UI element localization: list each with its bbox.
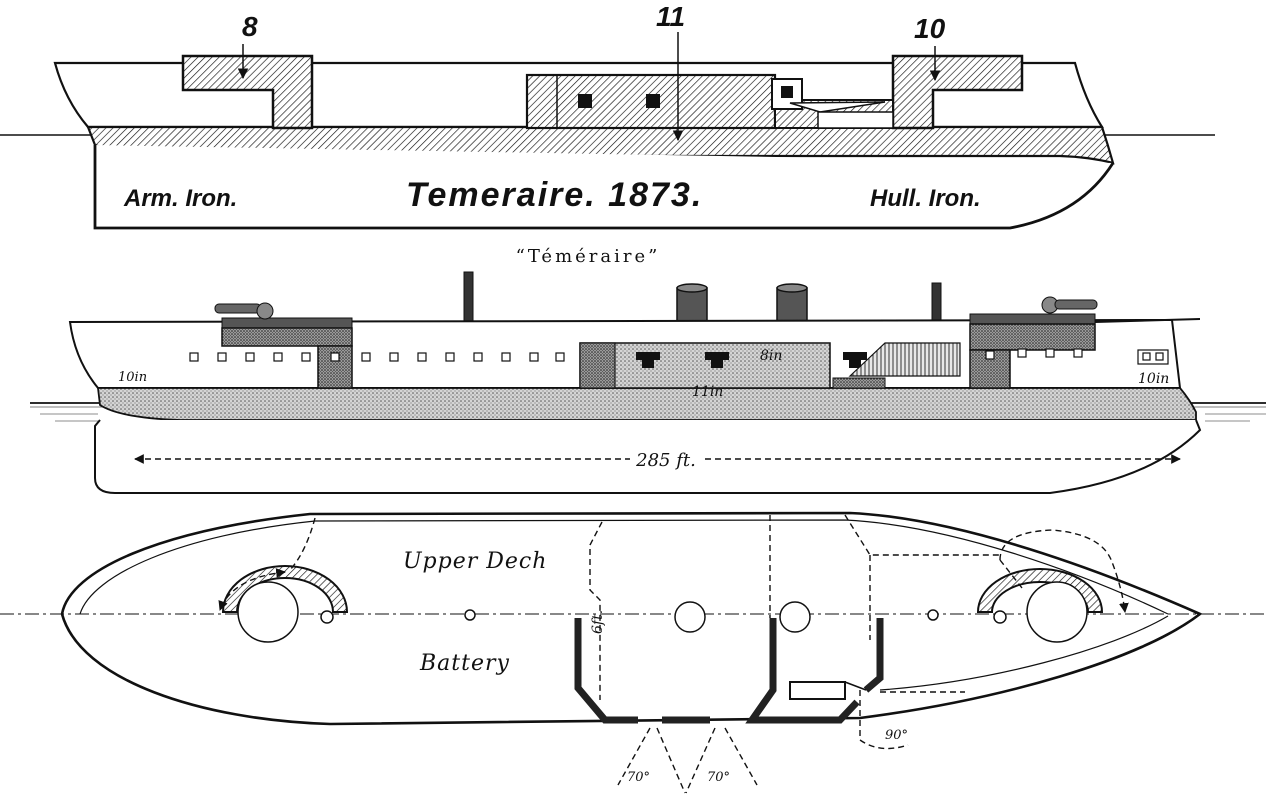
profile-label-10: 10 [914,13,946,44]
plan-fore-training-arc [999,529,1129,613]
porthole [330,352,340,362]
plan-upper-deck-dashed-outline [844,514,1000,556]
profile-bulkhead-wedge [789,101,886,113]
elevation-aft-barbette-top [221,317,353,329]
profile-battery-port-2 [646,94,660,108]
fore-gun-barrel [1054,299,1098,310]
porthole [245,352,255,362]
plan-aft-mast [464,609,476,621]
porthole [555,352,565,362]
elevation-stern-armor-label: 10in [118,370,147,385]
plan-aft-turntable [237,581,299,643]
profile-hull-iron-label: Hull. Iron. [870,185,981,212]
plan-angle-right-label: 70° [707,770,730,785]
deck-plan: Upper Dech Battery 6ft. 70° 70° 90° [0,511,1266,794]
elevation-caption: “Téméraire” [516,246,661,267]
profile-aft-barbette [181,54,314,130]
battery-fore-bulkhead [848,342,961,377]
porthole [389,352,399,362]
plan-aft-funnel [674,601,706,633]
plan-aft-battery-bulkhead [574,618,638,724]
armor-profile: 8 11 10 Arm. Iron. Temeraire. 1873. Hull… [0,1,1215,230]
porthole [985,350,995,360]
porthole [189,352,199,362]
plan-hull-inner-line-lower [879,615,1169,691]
funnel-fore-top [776,283,808,293]
plan-fore-pivot [993,610,1007,624]
plan-angle-left-label: 70° [627,770,650,785]
elevation-battery-armor-label: 8in [760,348,782,364]
profile-arm-iron-label: Arm. Iron. [123,185,237,212]
plan-fire-arc-line [724,727,758,786]
plan-fore-turntable [1026,581,1088,643]
funnel-aft-top [676,283,708,293]
plan-fire-arc-line [617,727,651,786]
porthole [1073,348,1083,358]
plan-bow-fire-arc [859,690,909,750]
porthole [473,352,483,362]
plan-fore-mast [927,609,939,621]
elevation-fore-barbette-top [969,313,1096,325]
plan-fore-funnel [779,601,811,633]
bowsprit [1094,318,1201,323]
elevation-belt [96,387,1197,421]
plan-mid-battery-bulkhead [745,618,860,724]
porthole [1045,348,1055,358]
length-label-bg [630,447,702,471]
plan-aft-pivot [320,610,334,624]
porthole [361,352,371,362]
profile-bulkhead-gap [817,111,894,129]
elevation-aft-barbette-base [317,345,353,389]
aft-gun-barrel [214,303,262,314]
side-elevation: “Téméraire” [30,246,1266,494]
elevation-fore-barbette [969,323,1096,351]
battery-gun-2 [705,352,729,368]
porthole [529,352,539,362]
plan-gun-port-line [844,681,867,691]
battery-bulkhead-foot [832,377,886,389]
elevation-bow-armor-label: 10in [1138,371,1169,387]
plan-upper-deck-label: Upper Dech [403,549,547,574]
plan-angle-bow-label: 90° [885,728,908,743]
profile-title: Temeraire. 1873. [406,176,703,214]
porthole [445,352,455,362]
profile-label-11: 11 [656,1,685,32]
plan-fire-arc-line [685,727,716,794]
plan-aft-training-arc [289,517,316,571]
plan-bulkhead-height-label: 6ft. [590,610,606,634]
profile-lower-hull [93,145,1115,230]
length-label: 285 ft. [635,450,696,471]
elevation-aft-barbette [221,327,353,347]
porthole [273,352,283,362]
porthole [301,352,311,362]
elevation-central-battery [579,342,831,389]
plan-bulkhead-height-dimension [589,521,603,700]
plan-fore-barbette-ring [976,568,1104,613]
porthole [1155,352,1164,361]
plan-gun-port [789,681,846,700]
porthole [217,352,227,362]
profile-corner-port [781,86,793,98]
plan-fore-battery-bulkhead [863,618,884,693]
elevation-belt-armor-label: 11in [692,384,723,400]
plan-fore-training-line [999,559,1023,589]
porthole [417,352,427,362]
porthole [501,352,511,362]
plan-aft-training-sweep [218,568,286,611]
porthole [1017,348,1027,358]
plan-fire-arc-line [656,727,686,794]
profile-battery-port-1 [578,94,592,108]
battery-gun-1 [636,352,660,368]
porthole [1142,352,1151,361]
elevation-battery-aft-wall [579,342,616,389]
profile-label-8: 8 [242,11,258,42]
plan-battery-label: Battery [419,651,510,676]
plan-hull-inner-line [79,519,1169,615]
plan-hull-outline [60,511,1203,726]
battery-gun-3 [843,352,867,368]
aft-gun-carriage [256,302,274,320]
